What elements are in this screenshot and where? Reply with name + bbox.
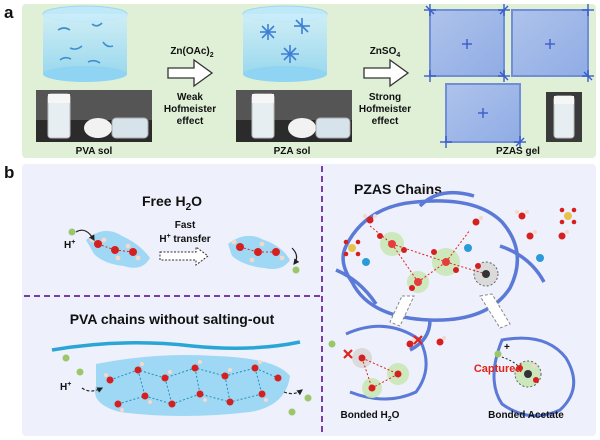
arrow2-line2: Hofmeister [359, 104, 411, 115]
bonded-h2o-label: Bonded H2O [341, 410, 400, 423]
fast-transfer-line2: H+ transfer [159, 233, 210, 245]
captured-label: Captured [474, 363, 522, 375]
pva-sol-label: PVA sol [76, 146, 113, 157]
pva-chain-top [51, 340, 301, 352]
water-layer [95, 355, 290, 416]
bonded-h2o-inset [345, 324, 446, 401]
proton-entry-arrow [81, 387, 104, 393]
pzas-gel-photo [546, 92, 582, 142]
proton-icon [292, 266, 300, 274]
arrow1-line3: effect [177, 116, 204, 127]
captured-proton-icon [494, 350, 502, 358]
proton-exit-arrow [283, 389, 303, 396]
arrow1-line2: Hofmeister [164, 104, 216, 115]
proton-exit-arrow [291, 247, 300, 265]
pzas-gel-network [424, 4, 594, 148]
fast-transfer-arrow [159, 246, 209, 266]
arrow2-line1: Strong [369, 92, 401, 103]
proton-icon [288, 408, 296, 416]
fast-transfer-line1: Fast [175, 220, 196, 231]
pzas-chain-network [335, 190, 546, 352]
free-h2o-title: Free H2O [142, 193, 202, 213]
proton-icon [304, 394, 312, 402]
proton-icon [328, 340, 336, 348]
free-h2o-proton-label: H+ [64, 239, 75, 251]
bonded-acetate-label: Bonded Acetate [488, 410, 564, 421]
pva-chains-title: PVA chains without salting-out [70, 311, 275, 327]
captured-plus: + [504, 342, 510, 353]
blocked-proton-cross [343, 335, 423, 359]
panel-a-letter: a [4, 3, 14, 22]
arrow2-reagent: ZnSO4 [370, 46, 401, 59]
arrow2-line3: effect [372, 116, 399, 127]
arrow-weak-hofmeister [167, 58, 214, 88]
pza-sol-beaker [242, 5, 328, 82]
arrow-strong-hofmeister [363, 58, 410, 88]
pzas-gel-label: PZAS gel [496, 146, 540, 157]
zoom-arrows [389, 293, 511, 329]
water-cluster-right [228, 235, 290, 269]
proton-icon [62, 354, 70, 362]
panel-b-letter: b [4, 163, 14, 182]
pva-sol-photo [36, 90, 152, 142]
pva-sol-beaker [42, 5, 128, 82]
water-cluster-left [86, 230, 150, 268]
water-network [104, 360, 282, 412]
arrow1-reagent: Zn(OAc)2 [170, 46, 213, 59]
zinc-ions [362, 244, 544, 266]
arrow1-line1: Weak [177, 92, 203, 103]
pzas-inner-water [369, 225, 499, 293]
sulfate-ions [343, 207, 577, 257]
pza-sol-label: PZA sol [274, 146, 311, 157]
free-water-molecules [363, 210, 569, 240]
pzas-chains-title: PZAS Chains [354, 181, 442, 197]
proton-icon [68, 228, 76, 236]
bonded-acetate-inset [492, 336, 576, 418]
proton-icon [76, 368, 84, 376]
pza-sol-photo [236, 90, 352, 142]
pva-proton-label: H+ [60, 381, 71, 393]
proton-hop-arrow [75, 229, 95, 242]
